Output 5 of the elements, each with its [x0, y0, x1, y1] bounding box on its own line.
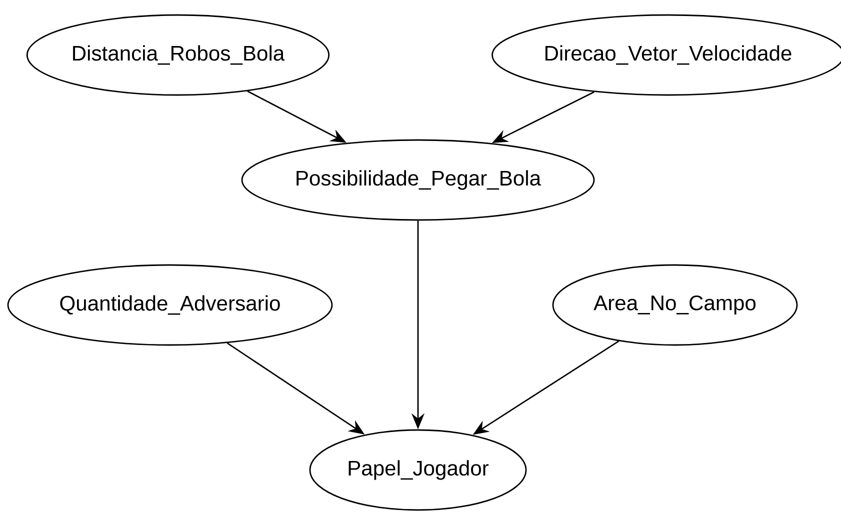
ellipse-node: Distancia_Robos_Bola	[26, 14, 330, 96]
ellipse-node: Possibilidade_Pegar_Bola	[241, 139, 595, 221]
ellipse-node: Papel_Jogador	[309, 429, 527, 511]
ellipse-node: Quantidade_Adversario	[7, 264, 333, 346]
ellipse-node: Area_No_Campo	[552, 264, 798, 346]
